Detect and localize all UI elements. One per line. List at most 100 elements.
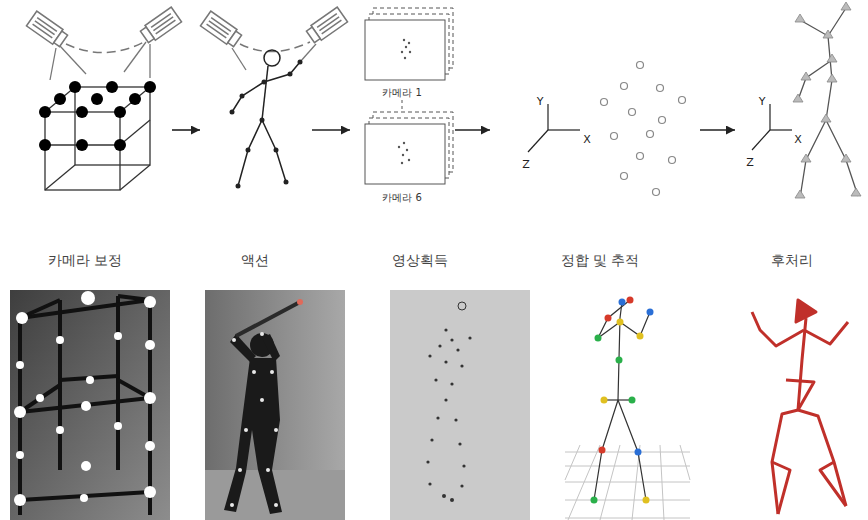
marker-point: [647, 131, 654, 138]
postprocess-view: [752, 312, 804, 346]
acquired-image: [438, 344, 441, 347]
joint-dot: [230, 110, 235, 115]
acquired-image: [456, 348, 459, 351]
view-line: [60, 46, 86, 74]
tracking-view: [568, 445, 600, 520]
tracking-view: [565, 452, 690, 453]
camera-icon: [317, 14, 337, 28]
axis: [548, 129, 580, 130]
joint-dot: [246, 148, 251, 153]
calibration-cube: [45, 87, 150, 190]
camera-label: 카메라 6: [382, 192, 422, 203]
stick-figure: [264, 50, 280, 66]
acquired-image: [444, 360, 447, 363]
view-line: [232, 48, 246, 70]
action-photo: [260, 398, 264, 402]
calibration-photo: [14, 494, 26, 506]
marker-dot: [114, 106, 126, 118]
skeleton: [826, 120, 858, 196]
camera-icon: [54, 31, 68, 46]
acquired-image: [442, 494, 446, 498]
acquired-image: [460, 484, 463, 487]
image-frame-stack: [365, 20, 445, 80]
marker-dot: [91, 93, 103, 105]
acquired-image: [426, 328, 471, 502]
skeleton-marker: [823, 30, 833, 38]
calibration-cube: [45, 112, 120, 190]
view-line: [300, 44, 316, 62]
tracking-view: [635, 449, 642, 456]
marker-dot: [76, 139, 88, 151]
tracking-view: [599, 447, 606, 454]
stick-figure: [238, 120, 262, 186]
acquired-image: [428, 482, 431, 485]
tracking-view: [601, 397, 608, 404]
axis: [547, 104, 548, 130]
tracking-view: [565, 518, 690, 519]
skeleton-marker: [801, 154, 811, 162]
skeleton-marker: [793, 2, 861, 198]
skeleton: [800, 120, 826, 198]
image-dot: [403, 39, 405, 41]
flow-arrow: [455, 129, 490, 131]
calibration-photo: [86, 376, 94, 384]
action-photo: [274, 428, 278, 432]
calibration-photo: [148, 300, 152, 515]
connector-group: [172, 130, 735, 131]
camera-icon: [33, 24, 53, 38]
tracking-view: [627, 297, 634, 304]
stage-label: 정합 및 추적: [561, 252, 640, 269]
calibration-cube: [45, 165, 75, 190]
calibration-photo: [16, 312, 28, 324]
acquired-image: [390, 290, 530, 520]
acquired-image: [450, 498, 454, 502]
calibration-photo: [20, 296, 150, 515]
postprocess-view: [752, 300, 848, 514]
action-photo: [205, 290, 345, 520]
acquired-image: [450, 382, 453, 385]
calibration-photo: [10, 290, 170, 520]
tracking-view: [660, 445, 664, 520]
marker-point: [659, 117, 666, 124]
skeleton-marker: [827, 54, 837, 62]
marker-dot: [114, 139, 126, 151]
joint-dot: [260, 118, 265, 123]
tracking-view: [643, 497, 650, 504]
stage-label: 후처리: [771, 252, 813, 269]
calibration-photo: [14, 291, 156, 506]
action-photo: [244, 428, 248, 432]
skeleton: [798, 60, 832, 100]
image-dot: [404, 57, 406, 59]
marker-dot: [54, 93, 66, 105]
tracking-view: [591, 497, 598, 504]
image-dot: [403, 142, 405, 144]
stage-label: 카메라 보정: [48, 252, 122, 269]
acquired-image: [450, 338, 453, 341]
marker-point: [621, 173, 628, 180]
tracking-view: [617, 319, 624, 326]
view-line: [50, 48, 56, 80]
image-dot: [408, 42, 410, 44]
postprocess-view: [798, 410, 846, 506]
acquired-image: [460, 364, 463, 367]
image-dot: [405, 46, 407, 48]
action-photo: [252, 370, 256, 374]
image-dot: [402, 154, 404, 156]
tracking-view: [680, 445, 690, 480]
acquired-image: [444, 328, 447, 331]
calibration-photo: [145, 441, 155, 451]
calibration-photo: [114, 422, 122, 430]
joint-dot: [240, 94, 245, 99]
skeleton-marker: [821, 114, 831, 122]
joint-dot: [288, 72, 293, 77]
marker-point: [621, 83, 628, 90]
tracking-view: [629, 397, 636, 404]
stick-figure: [264, 62, 300, 82]
acquired-image: [436, 416, 439, 419]
calibration-photo: [81, 291, 95, 305]
joint-dot: [230, 60, 303, 189]
axis-label: X: [583, 134, 591, 146]
tracking-view: [565, 290, 690, 520]
camera-icon: [151, 14, 171, 28]
